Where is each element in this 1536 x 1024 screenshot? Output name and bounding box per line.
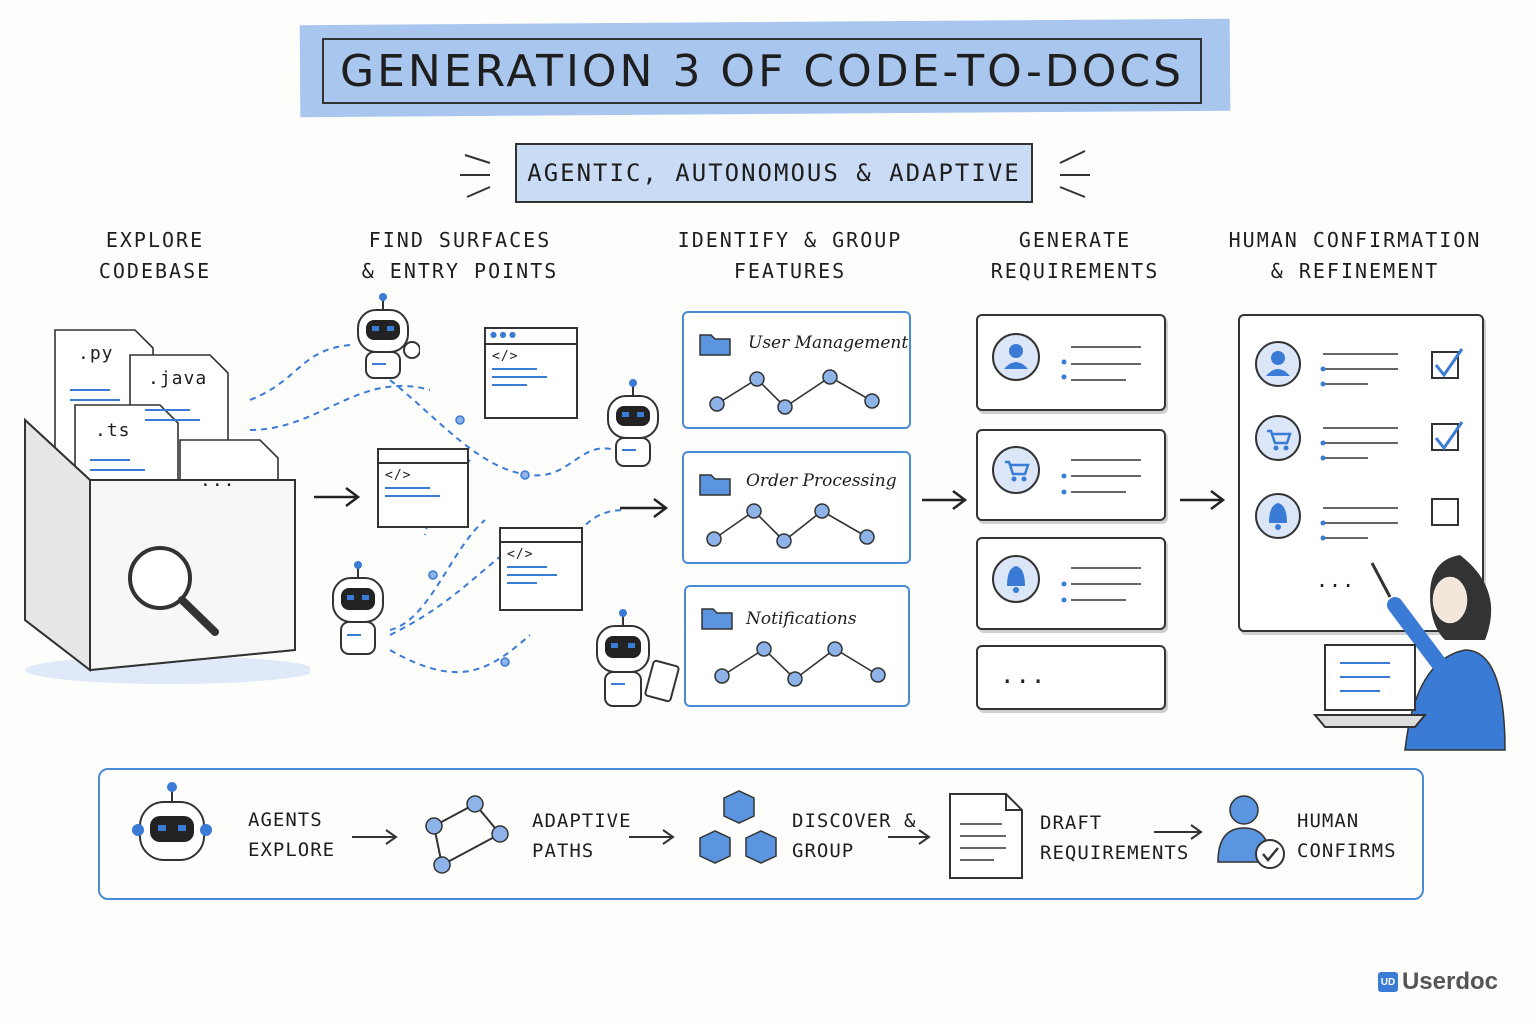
file-label-ts: .ts (95, 420, 131, 441)
human-reviewer (1312, 555, 1506, 751)
review-items (1255, 341, 1459, 541)
brand-mark-icon: UD (1377, 972, 1398, 992)
page-title: GENERATION 3 OF CODE-TO-DOCS (322, 38, 1202, 104)
codebase-box (24, 329, 310, 684)
brand-logo: UD Userdoc (1377, 968, 1498, 996)
arrow-right-icon (1154, 824, 1203, 840)
feature-card: Order Processing (682, 451, 911, 564)
stage-heading-human: HUMAN CONFIRMATION& REFINEMENT (1228, 228, 1482, 283)
graph-icon (425, 795, 509, 874)
bottom-step-label: DISCOVER &GROUP (792, 810, 917, 862)
robot-icon (357, 293, 420, 379)
document-icon (949, 793, 1023, 879)
folder-icon (699, 474, 731, 496)
robot-icon (332, 561, 384, 655)
subtitle: AGENTIC, AUTONOMOUS & ADAPTIVE (515, 143, 1033, 203)
file-label-py: .py (78, 343, 114, 364)
feature-card: Notifications (684, 585, 910, 707)
requirement-icons (992, 333, 1141, 603)
robot-icon (132, 782, 212, 861)
adaptive-paths (249, 344, 669, 673)
sparkle-right-icon (1059, 150, 1090, 198)
file-label-java: .java (148, 368, 208, 389)
folder-icon (699, 334, 731, 356)
checkbox-checked-icon[interactable] (1428, 418, 1468, 458)
stage-heading-find: FIND SURFACES& ENTRY POINTS (361, 228, 559, 283)
robot-icon (607, 379, 659, 467)
code-window: </> (377, 448, 469, 528)
folder-icon (701, 608, 733, 630)
arrow-right-icon (352, 829, 398, 845)
arrow-right-icon (314, 487, 361, 507)
feature-graphs (706, 369, 886, 687)
robot-icon (596, 609, 680, 707)
arrow-right-icon (922, 490, 968, 510)
user-check-icon (1217, 795, 1285, 869)
code-window: ● ● ● </> (484, 327, 578, 419)
code-window: </> (499, 527, 583, 611)
summary-bar (98, 768, 1424, 900)
arrow-right-icon (629, 829, 675, 845)
requirement-card: ... (976, 645, 1166, 710)
brand-name: Userdoc (1401, 968, 1498, 995)
file-label-more: ... (200, 470, 236, 491)
cubes-icon (699, 790, 777, 864)
arrow-right-icon (888, 829, 931, 845)
sparkle-left-icon (460, 154, 491, 198)
arrow-right-icon (1180, 490, 1226, 510)
checkbox-checked-icon[interactable] (1428, 345, 1468, 385)
